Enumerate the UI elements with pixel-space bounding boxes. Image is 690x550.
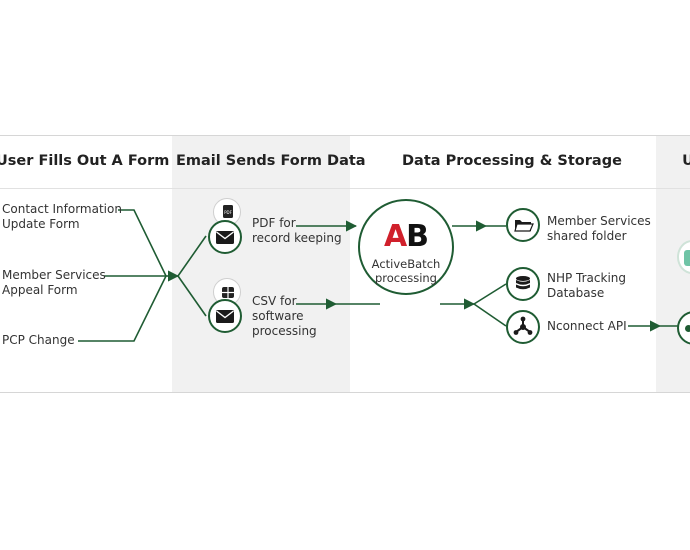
activebatch-logo-a: A: [383, 219, 407, 254]
email-pdf-label: PDF for record keeping: [252, 216, 342, 246]
api-network-icon: [506, 310, 540, 344]
header-output: U: [682, 153, 690, 169]
header-data-processing: Data Processing & Storage: [402, 153, 622, 169]
line-split-csv: [177, 275, 207, 317]
form-appeal-line2: Appeal Form: [2, 283, 78, 297]
activebatch-label: ActiveBatch processing: [360, 257, 452, 285]
email-csv-label: CSV for software processing: [252, 294, 317, 339]
pdf-badge-text: PDF: [224, 210, 232, 215]
header-user-fills-form: User Fills Out A Form: [0, 153, 170, 169]
storage-shared-line2: shared folder: [547, 229, 627, 243]
form-contact-label: Contact Information Update Form: [2, 202, 122, 232]
database-icon: [506, 267, 540, 301]
line-split-pdf: [177, 235, 207, 277]
activebatch-line2: processing: [375, 271, 437, 285]
storage-nhp-line1: NHP Tracking: [547, 271, 627, 285]
form-appeal-line1: Member Services: [2, 268, 106, 282]
storage-shared-line1: Member Services: [547, 214, 651, 228]
form-contact-line2: Update Form: [2, 217, 80, 231]
form-pcp-label: PCP Change: [2, 333, 75, 347]
form-contact-line1: Contact Information: [2, 202, 122, 216]
email-csv-line1: CSV for: [252, 294, 297, 308]
activebatch-logo: AB: [360, 219, 452, 254]
storage-api-label: Nconnect API: [547, 319, 627, 333]
activebatch-node: AB ActiveBatch processing: [358, 199, 454, 295]
form-appeal-label: Member Services Appeal Form: [2, 268, 106, 298]
diagram-frame: [0, 135, 690, 393]
storage-nhp-label: NHP Tracking Database: [547, 271, 626, 301]
envelope-icon: [208, 220, 242, 254]
column-email: [172, 136, 350, 392]
header-email-sends-data: Email Sends Form Data: [176, 153, 366, 169]
email-pdf-line2: record keeping: [252, 231, 342, 245]
line-split-db: [473, 283, 507, 305]
email-csv-line3: processing: [252, 324, 317, 338]
storage-nhp-line2: Database: [547, 286, 605, 300]
header-divider: [0, 188, 690, 189]
activebatch-logo-b: B: [406, 219, 429, 254]
storage-shared-label: Member Services shared folder: [547, 214, 651, 244]
email-csv-line2: software: [252, 309, 304, 323]
line-split-api: [473, 303, 507, 327]
envelope-icon: [208, 299, 242, 333]
line-contact: [118, 209, 167, 277]
line-pcp: [78, 275, 167, 342]
activebatch-line1: ActiveBatch: [371, 257, 441, 271]
email-pdf-line1: PDF for: [252, 216, 296, 230]
folder-icon: [506, 208, 540, 242]
